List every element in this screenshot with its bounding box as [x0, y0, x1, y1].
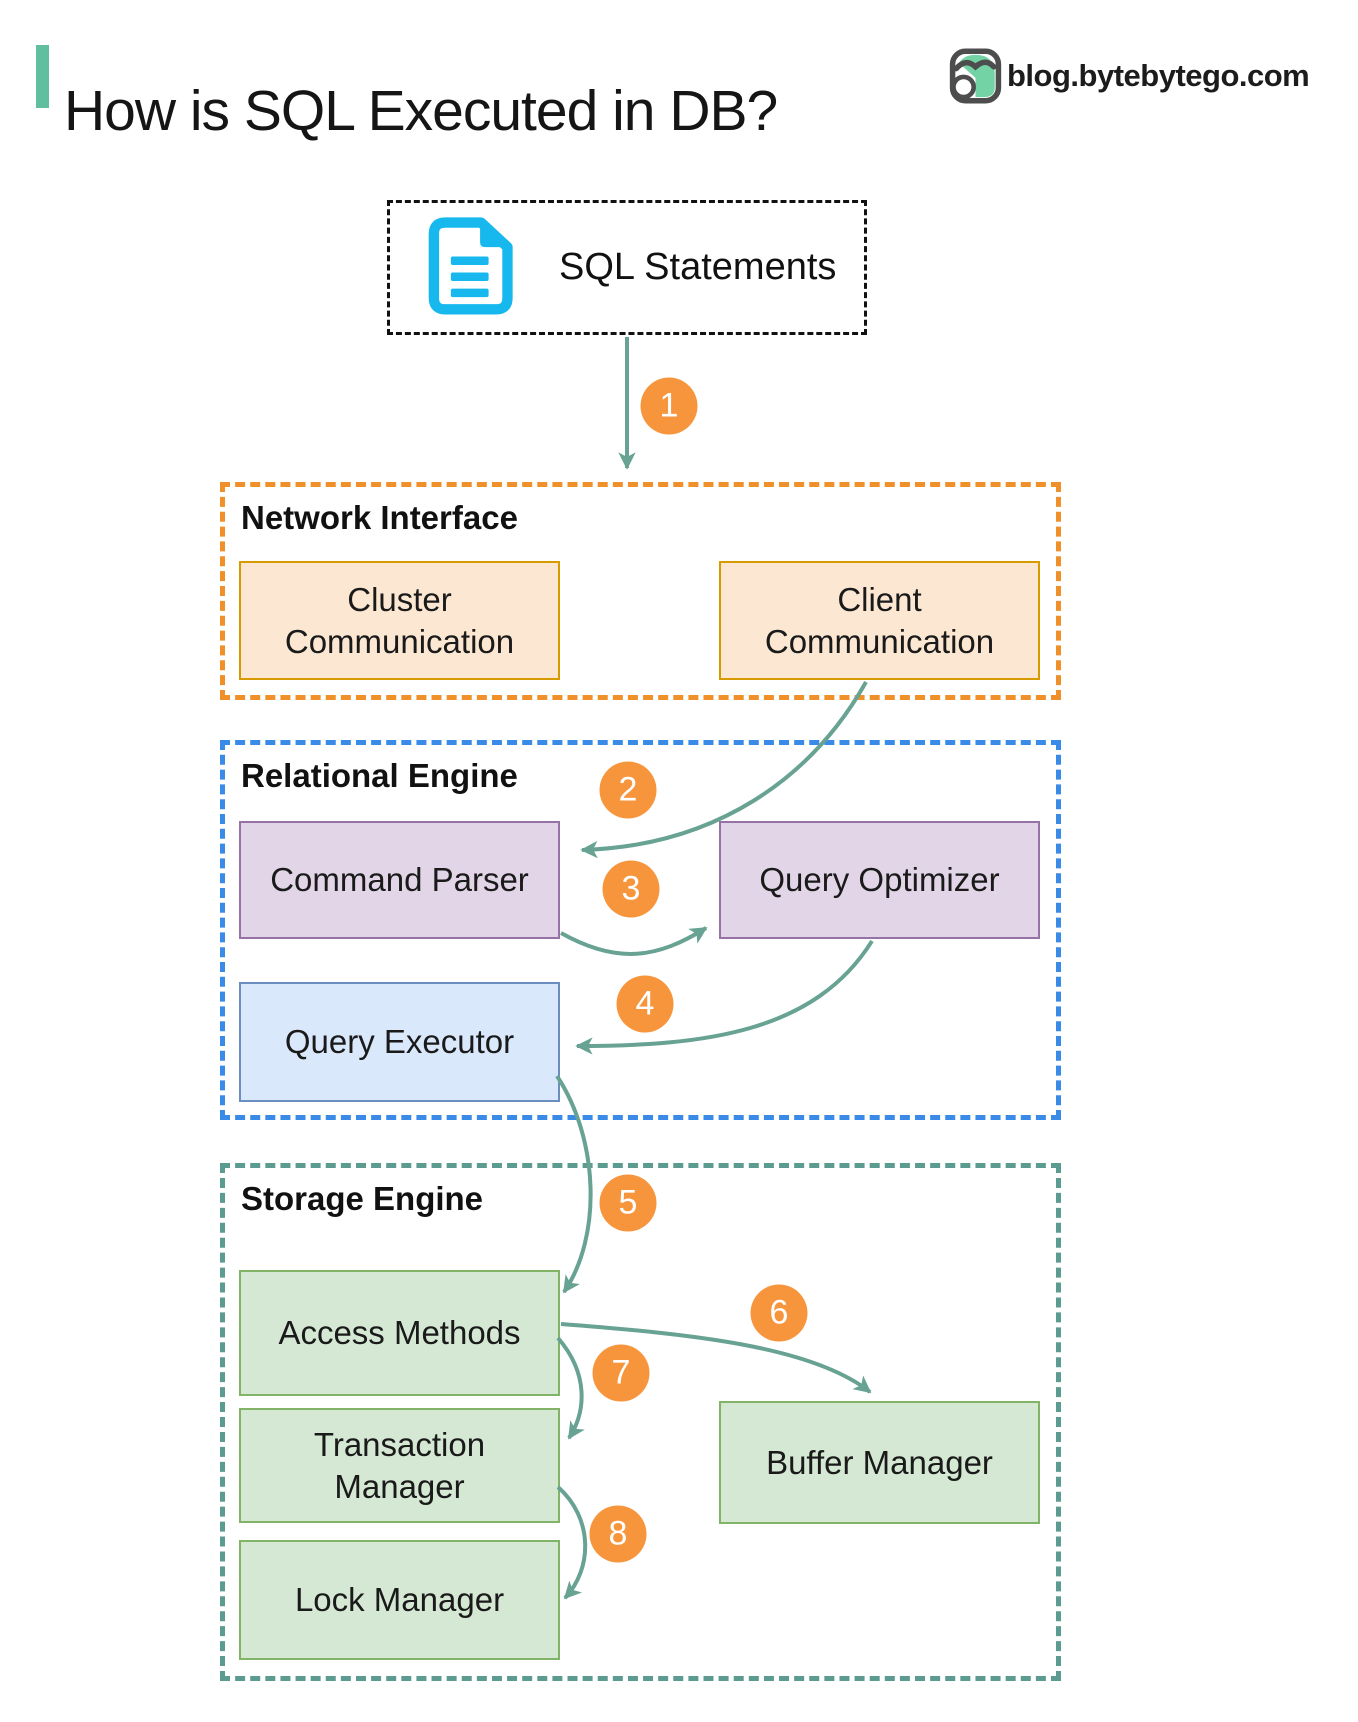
document-icon: [426, 215, 521, 320]
section-label-storage-engine: Storage Engine: [241, 1180, 484, 1217]
step-badge-1: 1: [640, 377, 698, 435]
site-logo: blog.bytebytego.com: [948, 46, 1310, 106]
step-badge-4: 4: [616, 975, 674, 1033]
query-executor-box: Query Executor: [239, 982, 560, 1102]
site-url-label: blog.bytebytego.com: [1007, 58, 1310, 93]
section-label-network-interface: Network Interface: [241, 499, 518, 536]
section-label-relational-engine: Relational Engine: [241, 757, 518, 794]
page-title: How is SQL Executed in DB?: [64, 79, 778, 144]
transaction-manager-box: Transaction Manager: [239, 1408, 560, 1523]
step-badge-7: 7: [592, 1344, 650, 1402]
lock-manager-box: Lock Manager: [239, 1540, 560, 1660]
sql-statements-label: SQL Statements: [559, 246, 837, 288]
bytebytego-logo-icon: [948, 46, 1003, 106]
access-methods-box: Access Methods: [239, 1270, 560, 1396]
sql-statements-node: SQL Statements: [387, 200, 867, 335]
query-optimizer-box: Query Optimizer: [719, 821, 1040, 939]
step-badge-3: 3: [602, 860, 660, 918]
command-parser-box: Command Parser: [239, 821, 560, 939]
cluster-communication-box: Cluster Communication: [239, 561, 560, 680]
title-accent-bar: [36, 45, 49, 108]
step-badge-2: 2: [599, 761, 657, 819]
step-badge-5: 5: [599, 1174, 657, 1232]
buffer-manager-box: Buffer Manager: [719, 1401, 1040, 1524]
storage-engine-section: Storage Engine: [220, 1163, 1061, 1681]
step-badge-6: 6: [750, 1284, 808, 1342]
step-badge-8: 8: [589, 1505, 647, 1563]
client-communication-box: Client Communication: [719, 561, 1040, 680]
